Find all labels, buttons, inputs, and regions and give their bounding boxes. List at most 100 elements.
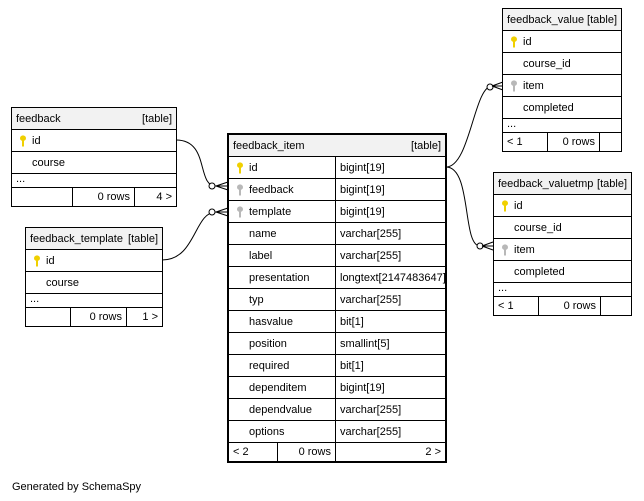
- table-type: [table]: [142, 112, 172, 125]
- column-name-cell: id: [503, 31, 621, 52]
- footer-row-count: 0 rows: [70, 308, 126, 326]
- table-header: feedback_template [table]: [26, 228, 162, 250]
- primary-key-icon: [237, 162, 243, 174]
- table-type: [table]: [597, 177, 627, 190]
- column-row[interactable]: course: [26, 272, 162, 294]
- column-row[interactable]: completed: [494, 261, 631, 283]
- column-name: course: [32, 156, 66, 169]
- column-name: presentation: [249, 271, 310, 284]
- more-columns-ellipsis: ...: [503, 119, 621, 133]
- edge-optional-marker: [208, 182, 216, 190]
- table-type: [table]: [587, 13, 617, 26]
- column-row[interactable]: presentation longtext[2147483647]: [229, 267, 446, 289]
- more-columns-ellipsis: ...: [26, 294, 162, 308]
- column-name-cell: hasvalue: [229, 311, 335, 332]
- column-name-cell: course_id: [494, 217, 631, 238]
- more-columns-ellipsis: ...: [494, 283, 631, 297]
- column-type: bigint[19]: [335, 377, 445, 398]
- column-type: varchar[255]: [335, 245, 445, 266]
- column-name: position: [249, 337, 287, 350]
- footer-row-count: 0 rows: [547, 133, 599, 151]
- primary-key-icon: [511, 36, 517, 48]
- footer-row-count: 0 rows: [72, 188, 134, 206]
- column-type: varchar[255]: [335, 421, 445, 442]
- column-name: completed: [514, 265, 565, 278]
- column-name-cell: typ: [229, 289, 335, 310]
- column-name: dependvalue: [249, 403, 313, 416]
- primary-key-icon: [34, 255, 40, 267]
- table-footer: 0 rows 4 >: [12, 188, 176, 206]
- column-row[interactable]: options varchar[255]: [229, 421, 445, 443]
- column-name-cell: template: [229, 201, 335, 222]
- primary-key-icon: [502, 200, 508, 212]
- column-row[interactable]: id: [503, 31, 621, 53]
- column-row[interactable]: template bigint[19]: [229, 201, 445, 223]
- column-name: hasvalue: [249, 315, 294, 328]
- column-name-cell: id: [26, 250, 162, 271]
- column-row[interactable]: id: [494, 195, 631, 217]
- column-type: smallint[5]: [335, 333, 445, 354]
- column-type: bit[1]: [335, 355, 445, 376]
- column-name: template: [249, 205, 292, 218]
- column-name-cell: name: [229, 223, 335, 244]
- column-name: completed: [523, 101, 574, 114]
- column-name-cell: required: [229, 355, 335, 376]
- primary-key-icon: [20, 135, 26, 147]
- table-footer: 0 rows 1 >: [26, 308, 162, 326]
- edge-item-to-value: [445, 85, 493, 168]
- table-footer: < 2 0 rows 2 >: [229, 443, 445, 461]
- column-row[interactable]: position smallint[5]: [229, 333, 445, 355]
- column-type: longtext[2147483647]: [335, 267, 446, 288]
- column-row[interactable]: id: [12, 130, 176, 152]
- table-header: feedback [table]: [12, 108, 176, 130]
- table-footer: < 1 0 rows: [503, 133, 621, 151]
- column-row[interactable]: label varchar[255]: [229, 245, 445, 267]
- column-name-cell: dependitem: [229, 377, 335, 398]
- column-name-cell: dependvalue: [229, 399, 335, 420]
- column-type: bit[1]: [335, 311, 445, 332]
- column-row[interactable]: course_id: [503, 53, 621, 75]
- column-row[interactable]: course: [12, 152, 176, 174]
- column-name: options: [249, 425, 285, 438]
- column-name: course: [46, 276, 80, 289]
- column-row[interactable]: item: [494, 239, 631, 261]
- column-name: id: [32, 134, 41, 147]
- footer-right-count: [600, 297, 631, 315]
- column-row[interactable]: course_id: [494, 217, 631, 239]
- table-header: feedback_item [table]: [229, 135, 445, 157]
- column-name: item: [514, 243, 535, 256]
- column-name-cell: position: [229, 333, 335, 354]
- column-type: varchar[255]: [335, 223, 445, 244]
- footer-right-count: [599, 133, 621, 151]
- column-row[interactable]: item: [503, 75, 621, 97]
- footer-left-count: < 1: [507, 136, 523, 148]
- more-columns-ellipsis: ...: [12, 174, 176, 188]
- footer-left-count: < 1: [498, 300, 514, 312]
- edge-item-to-valuetmp: [445, 166, 481, 247]
- footer-left-count: [26, 308, 70, 326]
- column-row[interactable]: hasvalue bit[1]: [229, 311, 445, 333]
- foreign-key-icon: [237, 206, 243, 218]
- table-feedback-template[interactable]: feedback_template [table] id course ... 0…: [25, 227, 163, 327]
- edge-feedback-to-item: [175, 139, 217, 187]
- footer-left-count: < 2: [233, 446, 249, 458]
- footer-right-count: 1 >: [126, 308, 162, 326]
- table-feedback[interactable]: feedback [table] id course ... 0 rows 4 >: [11, 107, 177, 207]
- table-footer: < 1 0 rows: [494, 297, 631, 315]
- column-name: label: [249, 249, 273, 262]
- table-name: feedback_template: [30, 232, 123, 245]
- generated-by-note: Generated by SchemaSpy: [12, 481, 142, 493]
- column-row[interactable]: id: [26, 250, 162, 272]
- column-row[interactable]: completed: [503, 97, 621, 119]
- column-type: bigint[19]: [335, 201, 445, 222]
